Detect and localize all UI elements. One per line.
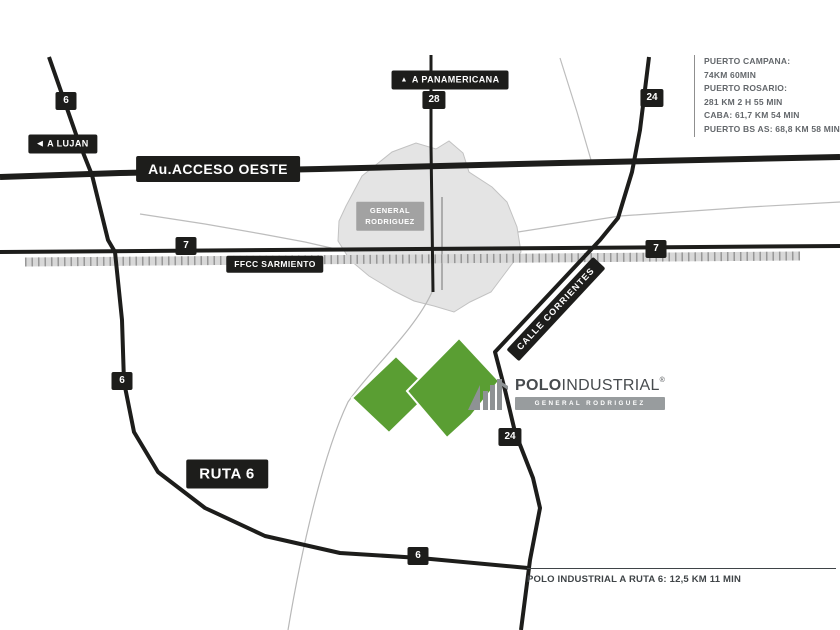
road-au-acceso-oeste <box>0 154 840 180</box>
minor-road-south <box>287 291 433 630</box>
polo-industrial-logo: POLOINDUSTRIAL® GENERAL RODRIGUEZ <box>468 377 666 410</box>
minor-road-north <box>559 57 592 161</box>
logo-brand-bold: POLO <box>515 377 562 394</box>
logo-brand-line: POLOINDUSTRIAL® <box>515 377 665 395</box>
road-label-ruta-6: RUTA 6 <box>186 459 268 489</box>
road-ruta6 <box>47 56 529 570</box>
city-name-line1: GENERAL <box>369 205 411 215</box>
city-label-general-rodriguez: GENERAL RODRIGUEZ <box>356 201 424 231</box>
minor-road-east <box>517 201 840 233</box>
road-label-acceso-oeste: Au.ACCESO OESTE <box>136 156 300 182</box>
distance-line: PUERTO CAMPANA: <box>704 56 791 66</box>
footer-distance-note: POLO INDUSTRIAL A RUTA 6: 12,5 KM 11 MIN <box>527 568 836 585</box>
direction-label-lujan-text: A LUJAN <box>47 138 89 149</box>
distance-line: 74KM 60MIN <box>704 69 757 80</box>
minor-road-northwest <box>139 213 341 251</box>
logo-text: POLOINDUSTRIAL® GENERAL RODRIGUEZ <box>515 377 666 410</box>
arrow-up-icon: ▲ <box>400 76 408 84</box>
direction-label-panamericana: ▲ A PANAMERICANA <box>391 70 509 90</box>
logo-subtitle: GENERAL RODRIGUEZ <box>515 397 666 410</box>
route-shield-6-mid: 6 <box>111 372 133 390</box>
route-shield-6-south: 6 <box>407 547 429 565</box>
distance-line: PUERTO BS AS: 68,8 KM 58 MIN <box>704 123 840 134</box>
logo-brand-light: INDUSTRIAL <box>561 377 660 394</box>
city-name-line2: RODRIGUEZ <box>365 217 415 226</box>
direction-label-panamericana-text: A PANAMERICANA <box>411 74 500 85</box>
distance-line: 281 KM 2 H 55 MIN <box>704 96 783 107</box>
distance-line: PUERTO ROSARIO: <box>704 83 788 94</box>
registered-mark-icon: ® <box>659 377 666 384</box>
arrow-left-icon: ◀ <box>37 140 44 148</box>
road-ruta7 <box>0 244 840 254</box>
route-shield-7-east: 7 <box>645 240 667 258</box>
railway-base <box>24 251 801 267</box>
road-label-ffcc-sarmiento: FFCC SARMIENTO <box>226 255 324 273</box>
route-shield-6-north: 6 <box>55 92 77 110</box>
route-shield-24-south: 24 <box>498 428 522 446</box>
direction-label-lujan: ◀ A LUJAN <box>28 134 98 154</box>
distances-panel: PUERTO CAMPANA: 74KM 60MIN PUERTO ROSARI… <box>694 55 840 137</box>
route-shield-7-west: 7 <box>175 237 197 255</box>
route-shield-24-north: 24 <box>640 89 664 107</box>
polo-industrial-logo-icon <box>468 379 508 410</box>
route-shield-28: 28 <box>422 91 446 109</box>
distance-line: CABA: 61,7 KM 54 MIN <box>704 110 800 121</box>
road-ruta24-calle-corrientes <box>493 56 651 630</box>
